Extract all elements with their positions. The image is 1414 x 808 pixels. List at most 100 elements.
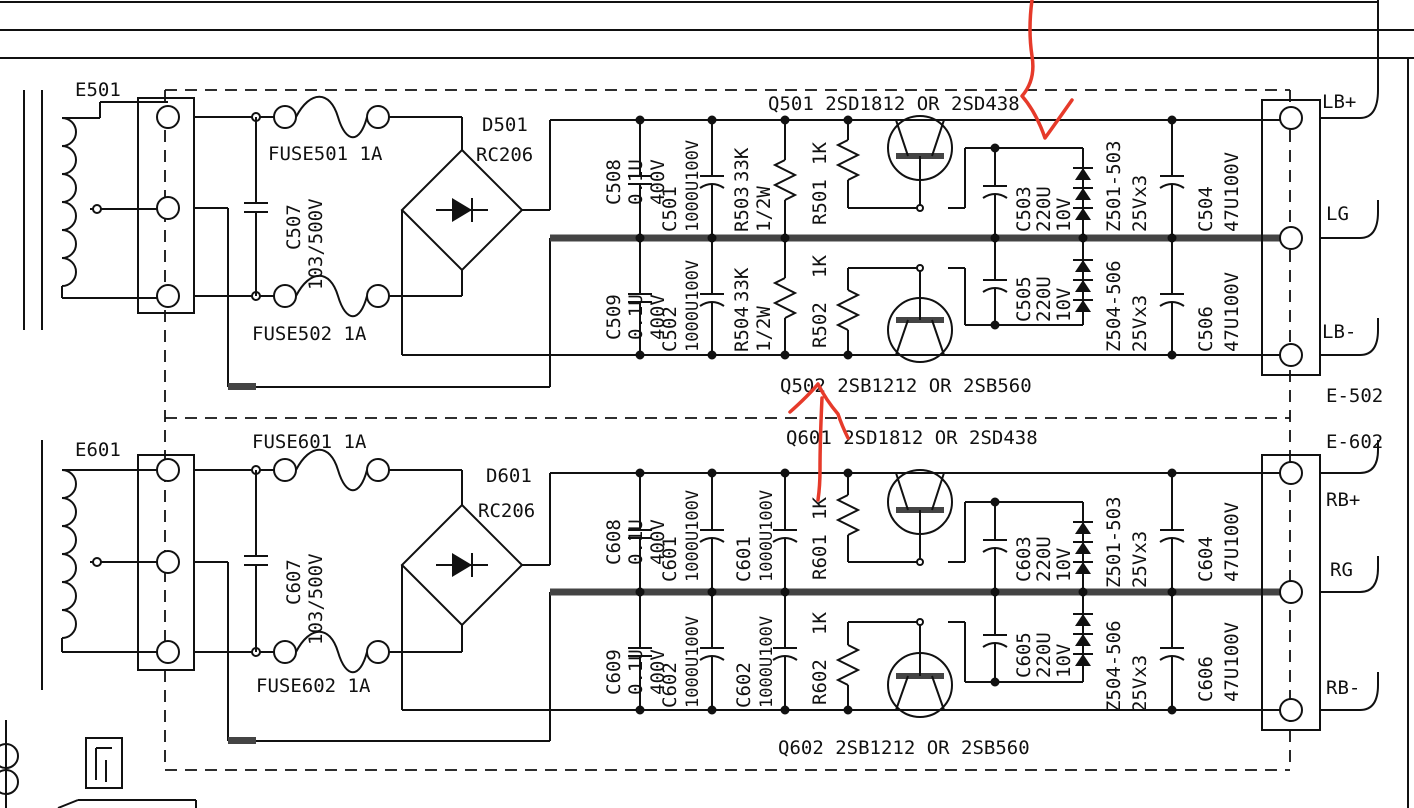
upper-channel: E501 FUSE501 1A FUSE502 1A C5 (61, 58, 1383, 407)
transformer-coil-upper (61, 101, 168, 299)
label-c508-ref: C508 (603, 159, 625, 205)
label-e601: E601 (75, 439, 121, 461)
label-lg: LG (1326, 203, 1349, 225)
bridge-rectifier-d601 (400, 503, 524, 627)
label-c608-ref: C608 (603, 519, 625, 565)
label-d501-part: RC206 (476, 144, 533, 166)
fuse-602 (273, 631, 390, 673)
fuse-601 (273, 449, 390, 491)
partial-components-bottom (0, 720, 197, 808)
label-d601-part: RC206 (478, 500, 535, 522)
red-arrow-top (1020, 0, 1074, 140)
transistor-q602 (887, 618, 953, 718)
lower-channel: E601 FUSE601 1A FUSE602 1A C607 103/500V (61, 427, 1383, 759)
label-r504-power: 1/2W (753, 306, 775, 352)
label-c608-rating: 400V (647, 519, 669, 565)
label-z604-val: 25Vx3 (1129, 655, 1151, 712)
output-caps-lower (1159, 468, 1185, 715)
label-c502-ref: C502 (659, 306, 681, 352)
label-c604-val: 47U100V (1221, 502, 1243, 582)
label-z501-ref: Z501-503 (1103, 140, 1125, 232)
label-c606-val: 47U100V (1221, 622, 1243, 702)
connector-e501 (137, 97, 195, 314)
filter-caps-lower (628, 468, 920, 715)
ground-pad-lower (228, 737, 256, 744)
label-q502: Q502 2SB1212 OR 2SB560 (780, 375, 1032, 397)
label-z504-val: 25Vx3 (1129, 295, 1151, 352)
label-r504-ref: R504 (731, 306, 753, 352)
label-c505-rating: 10V (1053, 288, 1075, 322)
label-c501-val: 1000U100V (683, 140, 703, 232)
label-c601b-ref: C601 (733, 536, 755, 582)
reference-network-upper (948, 143, 1093, 330)
label-e602: E-602 (1326, 431, 1383, 453)
label-z601-val: 25Vx3 (1129, 531, 1151, 588)
label-fuse602: FUSE602 1A (256, 675, 371, 697)
label-r601-val: 1K (809, 497, 831, 520)
label-c505-ref: C505 (1013, 276, 1035, 322)
ground-pad-upper (228, 383, 256, 390)
label-c508-val: 0.1U (625, 159, 647, 205)
label-fuse502: FUSE502 1A (252, 323, 367, 345)
label-rb-plus: RB+ (1326, 489, 1360, 511)
annotation-marks (788, 0, 1074, 502)
fuse-501 (273, 96, 390, 138)
label-c609-val: 0.1U (625, 649, 647, 695)
label-c505-val: 220U (1033, 276, 1055, 322)
label-c504-ref: C504 (1195, 186, 1217, 232)
label-d601-ref: D601 (486, 465, 532, 487)
fuse-502 (273, 275, 390, 317)
transformer-coil-lower (61, 469, 168, 653)
label-z601-ref: Z501-503 (1103, 496, 1125, 588)
label-e501: E501 (75, 79, 121, 101)
label-c609-rating: 400V (647, 649, 669, 695)
label-c506-val: 47U100V (1221, 272, 1243, 352)
label-r502-val: 1K (809, 255, 831, 278)
label-c601b-val: 1000U100V (757, 490, 777, 582)
label-fuse501: FUSE501 1A (268, 143, 383, 165)
label-r602-val: 1K (809, 612, 831, 635)
label-c509-val: 0.1U (625, 294, 647, 340)
label-c509-ref: C509 (603, 294, 625, 340)
label-r503-ref: R503 (731, 186, 753, 232)
label-c606-ref: C606 (1195, 656, 1217, 702)
label-c604-ref: C604 (1195, 536, 1217, 582)
label-c602-val: 1000U100V (683, 616, 703, 708)
label-q501: Q501 2SD1812 OR 2SD438 (768, 93, 1020, 115)
label-c603-ref: C603 (1013, 536, 1035, 582)
label-c506-ref: C506 (1195, 306, 1217, 352)
label-c603-val: 220U (1033, 536, 1055, 582)
label-c509-rating: 400V (647, 294, 669, 340)
filter-caps-upper (628, 115, 920, 360)
label-r501-ref: R501 (809, 179, 831, 225)
label-c507-ref: C507 (283, 204, 305, 250)
label-r503-power: 1/2W (753, 186, 775, 232)
label-rg: RG (1330, 559, 1353, 581)
label-c603-rating: 10V (1053, 548, 1075, 582)
transistor-q501 (887, 115, 953, 212)
label-c501-ref: C501 (659, 186, 681, 232)
label-q602: Q602 2SB1212 OR 2SB560 (778, 737, 1030, 759)
label-z604-ref: Z504-506 (1103, 620, 1125, 712)
label-c601-val: 1000U100V (683, 490, 703, 582)
label-c607-val: 103/500V (305, 553, 327, 645)
label-fuse601: FUSE601 1A (252, 431, 367, 453)
label-lb-minus: LB- (1322, 321, 1356, 343)
transistor-q502 (887, 264, 953, 363)
label-c605-rating: 10V (1053, 644, 1075, 678)
label-c504-val: 47U100V (1221, 152, 1243, 232)
label-c602b-ref: C602 (733, 662, 755, 708)
red-arrow-middle (788, 382, 850, 502)
label-r504-val: 33K (731, 267, 753, 302)
label-c507-val: 103/500V (305, 198, 327, 290)
label-c609-ref: C609 (603, 649, 625, 695)
label-c607-ref: C607 (283, 559, 305, 605)
label-c503-val: 220U (1033, 186, 1055, 232)
label-r601-ref: R601 (809, 534, 831, 580)
reference-network-lower (948, 497, 1093, 687)
label-rb-minus: RB- (1326, 677, 1360, 699)
label-lb-plus: LB+ (1322, 91, 1356, 113)
label-c608-val: 0.1U (625, 519, 647, 565)
board-outline (164, 89, 1291, 771)
